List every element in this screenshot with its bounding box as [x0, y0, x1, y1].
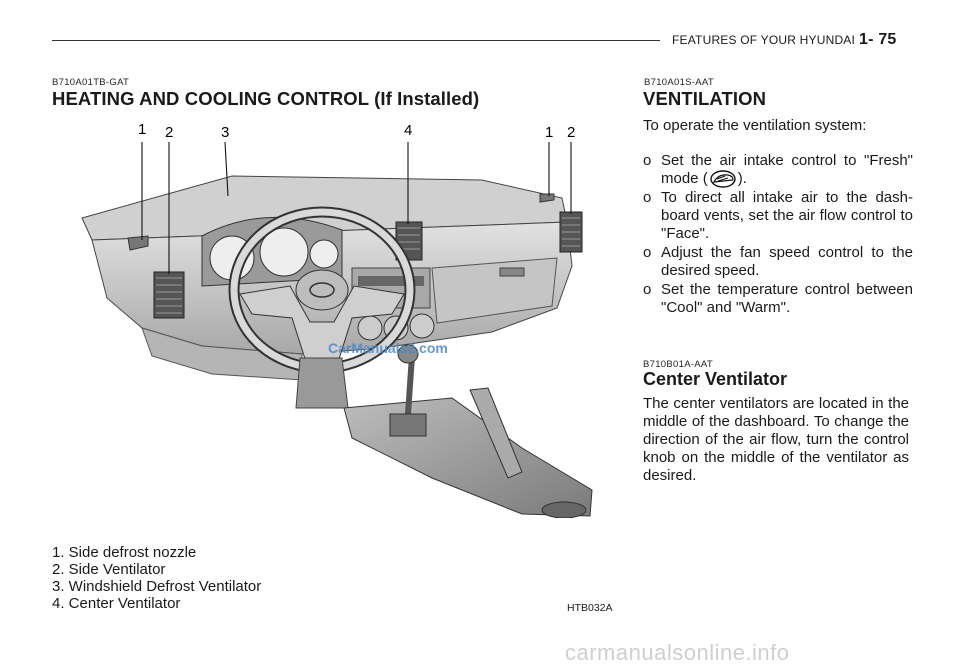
footer-watermark: carmanualsonline.info — [565, 640, 790, 665]
callout-2: 2 — [165, 124, 173, 141]
section-title: Center Ventilator — [643, 369, 788, 389]
ventilation-steps: o Set the air intake control to "Fresh" … — [643, 152, 913, 318]
bullet: o — [643, 152, 652, 169]
page-number: 1- 75 — [859, 31, 897, 48]
section-code: B710A01S-AAT — [644, 77, 714, 88]
section-code: B710A01TB-GAT — [52, 77, 130, 88]
bullet: o — [643, 189, 652, 207]
step-text: To direct all intake air to the dash-boa… — [661, 189, 913, 243]
section-title: HEATING AND COOLING CONTROL (If Installe… — [52, 88, 480, 109]
list-item: o Set the air intake control to "Fresh" … — [643, 152, 913, 188]
bullet: o — [643, 244, 652, 262]
dashboard-illustration: 1 2 3 4 1 2 — [81, 121, 593, 518]
callout-2: 2 — [567, 124, 575, 141]
legend-item: 1. Side defrost nozzle — [52, 544, 197, 561]
header-section: FEATURES OF YOUR HYUNDAI — [672, 33, 856, 47]
figure-code: HTB032A — [567, 602, 613, 614]
legend-item: 3. Windshield Defrost Ventilator — [52, 578, 262, 595]
site-watermark: CarManuals2.com — [328, 340, 448, 356]
header-rule — [52, 40, 660, 41]
section-title: VENTILATION — [643, 88, 767, 109]
callout-1: 1 — [545, 124, 553, 141]
section-code: B710B01A-AAT — [643, 359, 713, 370]
figure-legend: 1. Side defrost nozzle 2. Side Ventilato… — [52, 544, 372, 612]
center-ventilator-text: The center ventilators are located in th… — [643, 395, 909, 484]
step-text: Set the air intake control to "Fresh" mo… — [661, 152, 913, 187]
list-item: o Set the temperature control between "C… — [643, 281, 913, 317]
bullet: o — [643, 281, 652, 299]
legend-item: 2. Side Ventilator — [52, 561, 166, 578]
step-text: ). — [737, 170, 747, 187]
list-item: o To direct all intake air to the dash-b… — [643, 189, 913, 243]
fresh-air-icon — [709, 170, 736, 188]
list-item: o Adjust the fan speed control to the de… — [643, 244, 913, 280]
callout-3: 3 — [221, 124, 229, 141]
callout-4: 4 — [404, 122, 412, 139]
step-text: Adjust the fan speed control to the desi… — [661, 244, 913, 280]
legend-item: 4. Center Ventilator — [52, 595, 181, 612]
step-text: Set the temperature control between "Coo… — [661, 281, 913, 317]
ventilation-intro: To operate the ventilation system: — [643, 117, 867, 134]
callout-1: 1 — [138, 121, 146, 138]
